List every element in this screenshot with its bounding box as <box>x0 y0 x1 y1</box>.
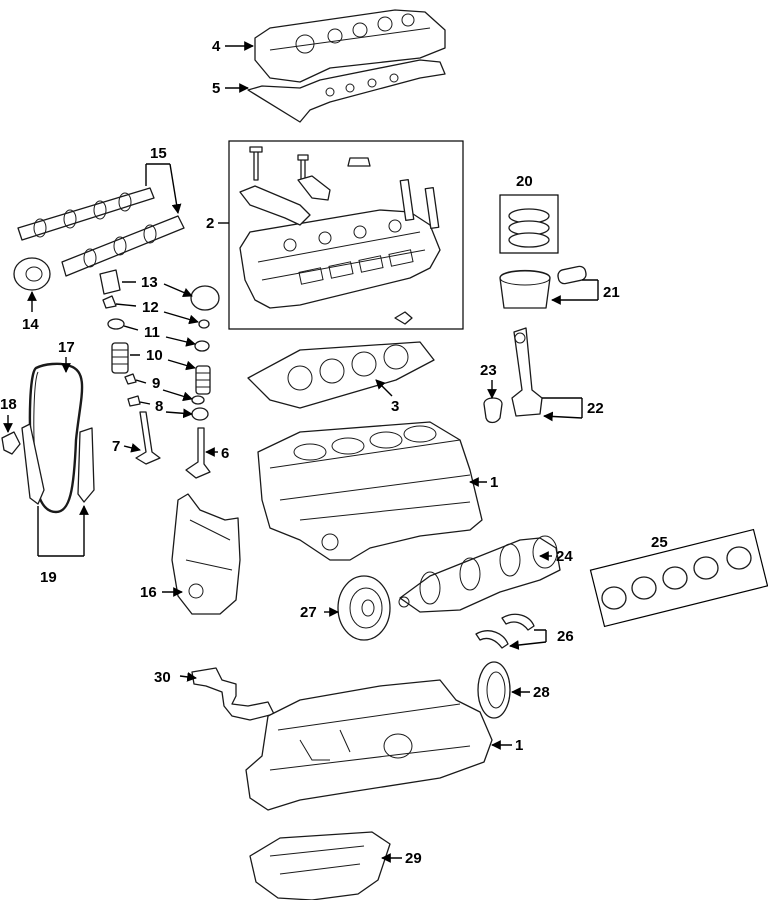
callout-14: 14 <box>22 316 39 333</box>
engine-block <box>257 421 483 561</box>
callout-20: 20 <box>516 173 533 190</box>
callout-5: 5 <box>212 80 220 97</box>
callout-6: 6 <box>221 445 229 462</box>
callout-24: 24 <box>556 548 573 565</box>
leader-26 <box>510 629 547 646</box>
piston-and-pin <box>499 265 587 309</box>
main-bearings <box>601 546 752 610</box>
callout-12: 12 <box>142 299 159 316</box>
callout-26: 26 <box>557 628 574 645</box>
timing-cover <box>171 493 241 615</box>
callout-16: 16 <box>140 584 157 601</box>
callout-19: 19 <box>40 569 57 586</box>
intake-valve <box>135 411 161 465</box>
cylinder-head-group-box <box>228 140 464 330</box>
cam-sprocket <box>13 257 51 291</box>
callout-11: 11 <box>144 324 160 341</box>
piston-rings <box>508 208 550 248</box>
callout-23: 23 <box>480 362 497 379</box>
rear-main-seal <box>477 661 511 719</box>
leader-8 <box>139 401 192 414</box>
leader-13 <box>122 281 192 296</box>
callout-13: 13 <box>141 274 158 291</box>
callout-3: 3 <box>391 398 399 415</box>
exhaust-valve <box>185 427 211 479</box>
callout-25: 25 <box>651 534 668 551</box>
valve-cover <box>254 9 446 83</box>
callout-2: 2 <box>206 215 214 232</box>
callout-18: 18 <box>0 396 17 413</box>
upper-oil-pan <box>245 679 493 811</box>
callout-17: 17 <box>58 339 75 356</box>
leader-19 <box>37 506 84 557</box>
callout-29: 29 <box>405 850 422 867</box>
leader-3 <box>375 379 393 397</box>
callout-15: 15 <box>150 145 167 162</box>
callout-21: 21 <box>603 284 620 301</box>
leader-12 <box>115 303 198 322</box>
head-bolts-and-brackets <box>239 146 440 325</box>
leader-22 <box>542 397 583 418</box>
leader-30 <box>179 672 197 682</box>
callout-7: 7 <box>112 438 120 455</box>
callout-22: 22 <box>587 400 604 417</box>
lower-oil-pan <box>249 831 391 900</box>
callout-4: 4 <box>212 38 221 55</box>
rod-bearing <box>483 397 503 424</box>
callout-9: 9 <box>152 375 160 392</box>
main-bearings-box <box>589 528 768 628</box>
connecting-rod <box>511 327 543 417</box>
piston-rings-box <box>499 194 559 254</box>
crank-pulley <box>337 575 391 641</box>
callout-30: 30 <box>154 669 171 686</box>
leader-7 <box>123 443 141 453</box>
leader-15 <box>145 163 178 213</box>
cylinder-head <box>239 209 441 309</box>
leader-10 <box>130 354 195 368</box>
callout-27: 27 <box>300 604 317 621</box>
leader-21 <box>552 279 599 300</box>
callout-8: 8 <box>155 398 163 415</box>
valve-cover-gasket <box>247 59 446 123</box>
crankshaft <box>398 535 561 613</box>
camshafts <box>17 187 185 277</box>
callout-28: 28 <box>533 684 550 701</box>
leader-11 <box>123 325 195 344</box>
callout-1a: 1 <box>490 474 498 491</box>
callout-1b: 1 <box>515 737 523 754</box>
oil-pickup <box>191 667 275 721</box>
thrust-washers <box>475 613 535 649</box>
chain-guides <box>21 423 95 505</box>
chain-tensioner <box>1 431 21 455</box>
callout-10: 10 <box>146 347 163 364</box>
leader-9 <box>135 379 192 399</box>
head-gasket <box>247 341 435 409</box>
